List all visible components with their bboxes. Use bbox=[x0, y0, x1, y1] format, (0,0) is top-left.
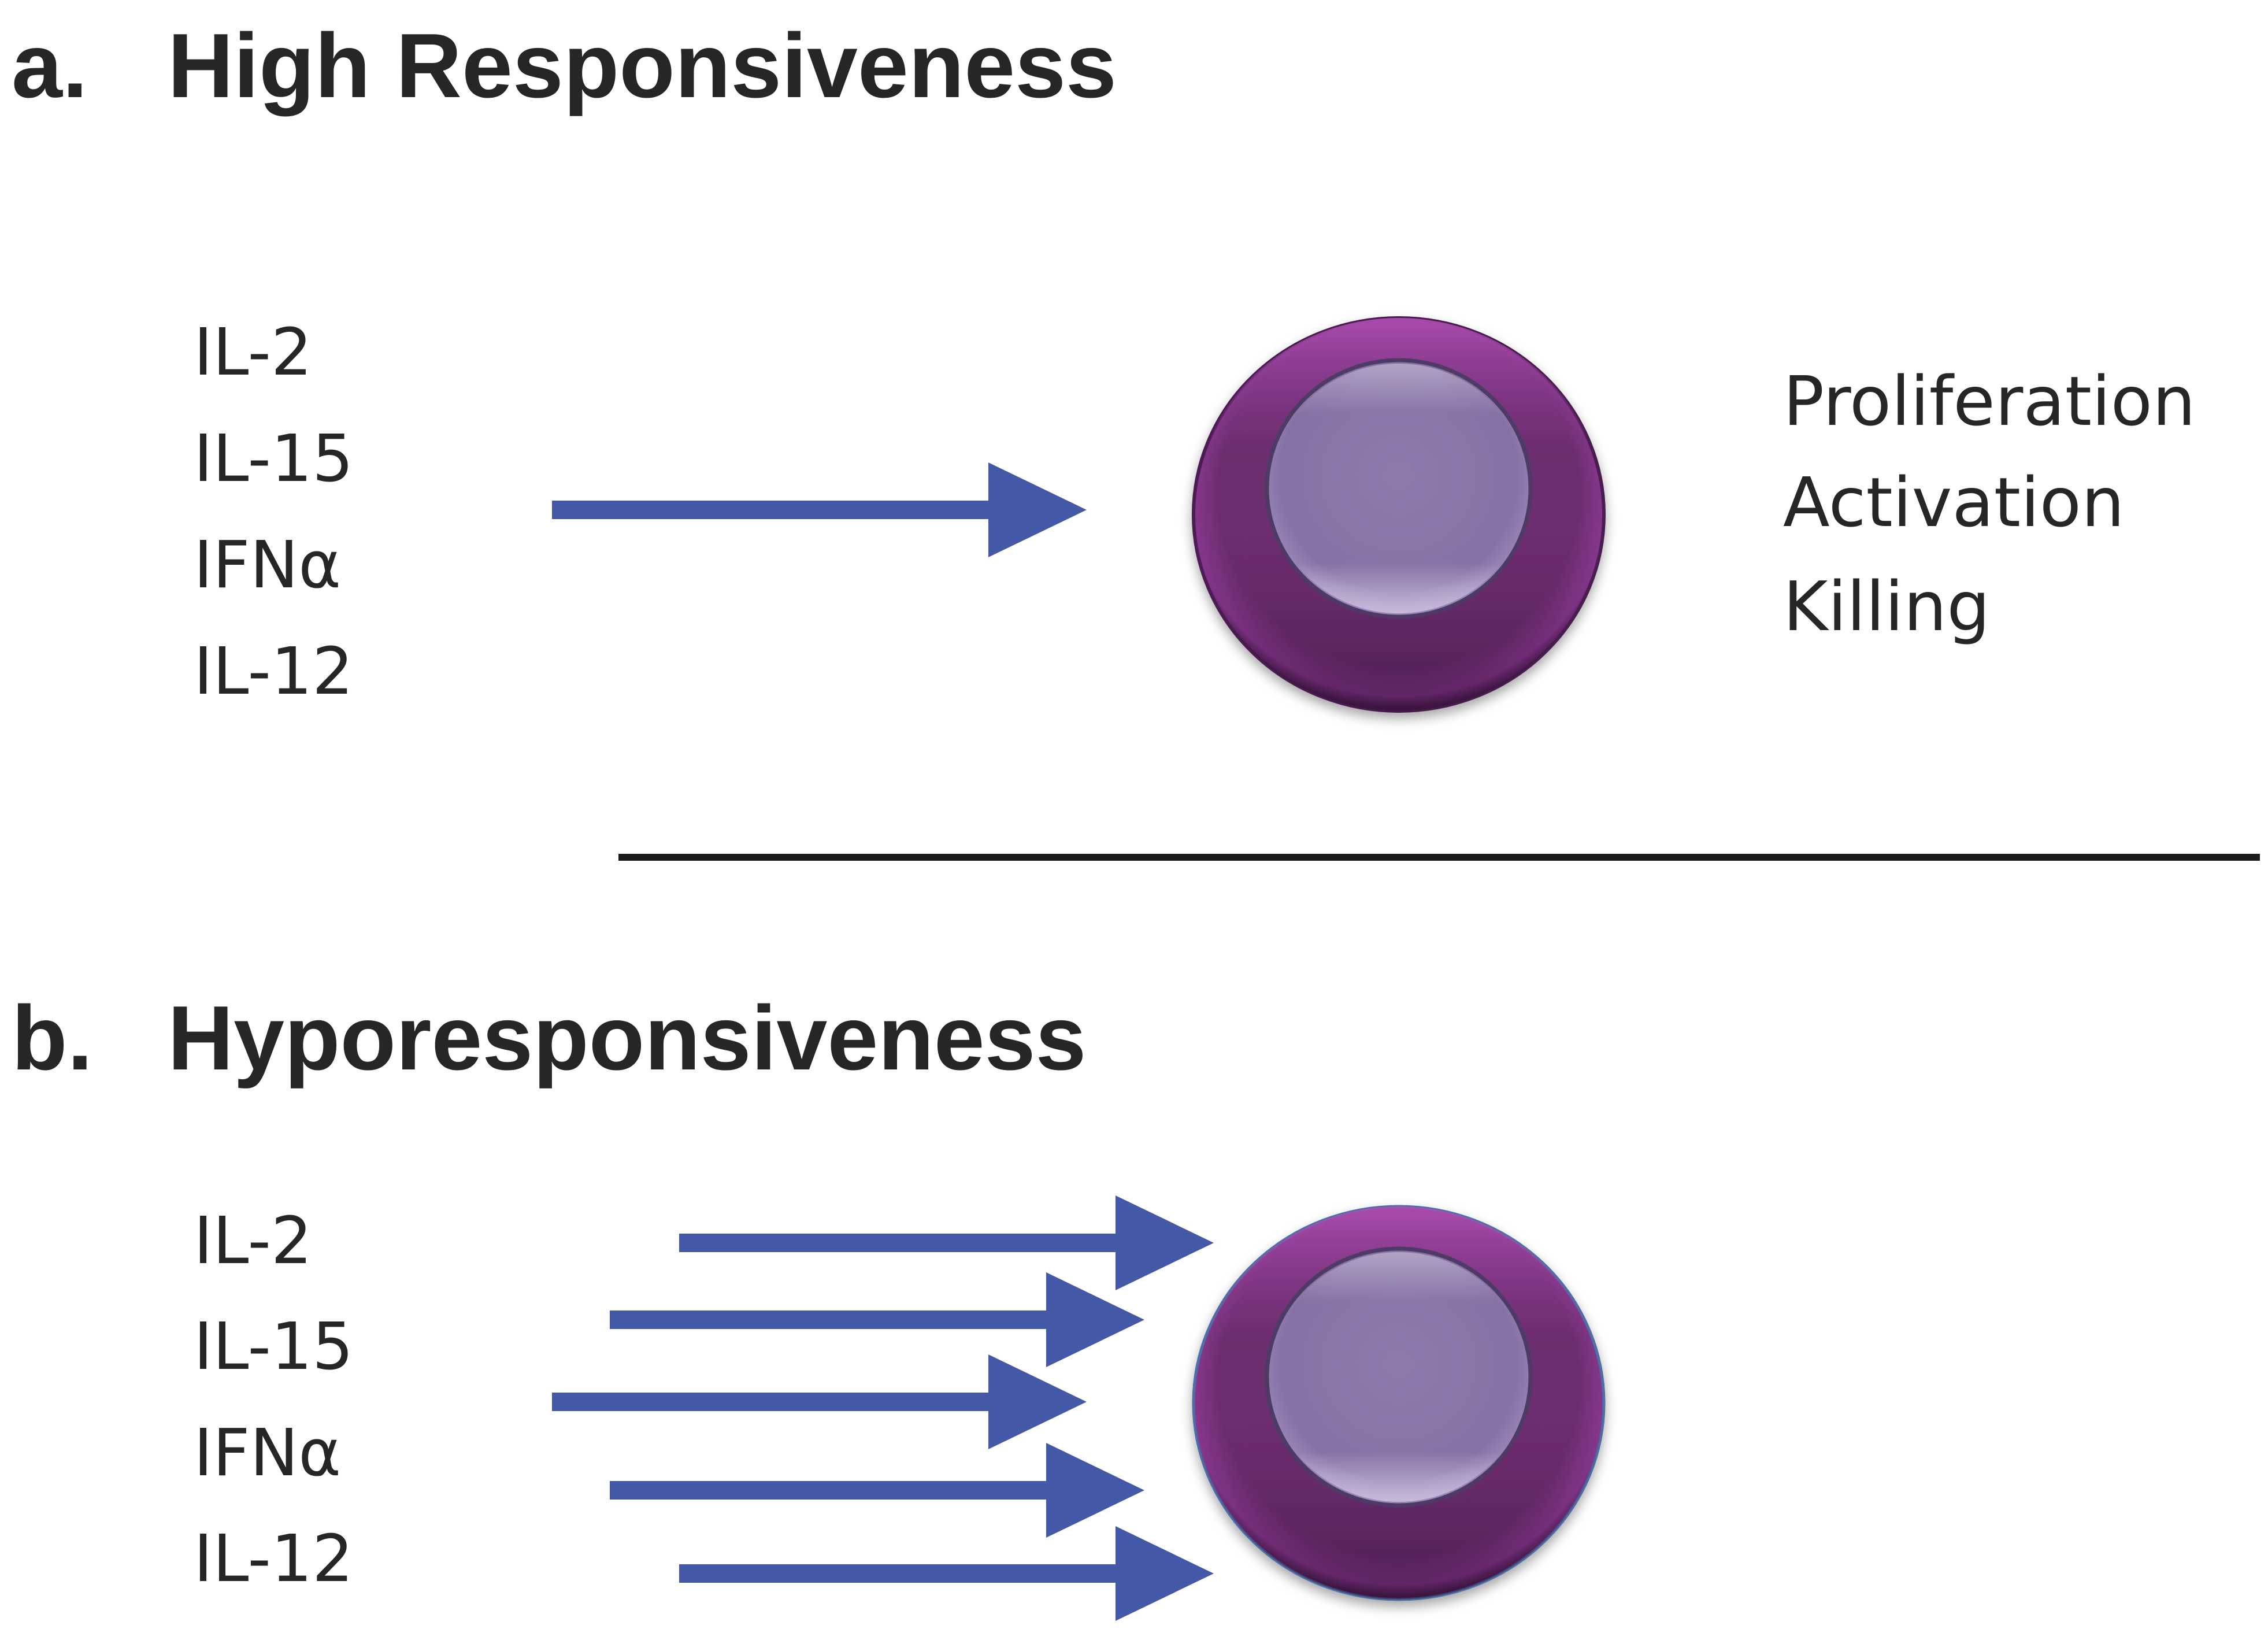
arrow-head bbox=[1116, 1195, 1214, 1290]
outcome-label: Killing bbox=[1783, 567, 1990, 646]
panel-a-cytokine-list: IL-2 IL-15 IFNα IL-12 bbox=[194, 315, 353, 709]
panel-b-cytokine-list: IL-2 IL-15 IFNα IL-12 bbox=[194, 1204, 353, 1597]
panel-b-letter: b. bbox=[12, 987, 92, 1089]
cytokine-label: IFNα bbox=[194, 528, 341, 603]
arrow-head bbox=[1046, 1272, 1144, 1367]
panel-a-title: High Responsiveness bbox=[168, 15, 1117, 117]
outcome-label: Activation bbox=[1783, 462, 2125, 542]
arrow-shaft bbox=[679, 1234, 1117, 1252]
panel-a-signal-arrow bbox=[552, 462, 1087, 557]
signal-arrow bbox=[679, 1195, 1214, 1290]
arrow-shaft bbox=[679, 1564, 1117, 1583]
cytokine-label: IL-2 bbox=[194, 315, 312, 390]
arrow-head bbox=[988, 462, 1087, 557]
nucleus-shine bbox=[1270, 1252, 1527, 1502]
signal-arrow bbox=[610, 1443, 1144, 1538]
arrow-shaft bbox=[610, 1310, 1047, 1329]
arrow-head bbox=[1046, 1443, 1144, 1538]
arrow-shaft bbox=[552, 1393, 990, 1411]
arrow-head bbox=[1116, 1526, 1214, 1621]
panel-b-title: Hyporesponsiveness bbox=[168, 987, 1086, 1089]
cytokine-label: IFNα bbox=[194, 1416, 341, 1491]
panel-a-outcome-list: Proliferation Activation Killing bbox=[1783, 361, 2196, 646]
panel-a-cell bbox=[1192, 316, 1606, 713]
cytokine-label: IL-12 bbox=[194, 1521, 353, 1597]
arrow-head bbox=[988, 1354, 1087, 1449]
panel-a: a. High Responsiveness IL-2 IL-15 IFNα I… bbox=[12, 15, 2196, 713]
panel-b: b. Hyporesponsiveness IL-2 IL-15 IFNα IL… bbox=[12, 987, 1606, 1621]
signal-arrow bbox=[679, 1526, 1214, 1621]
arrow-shaft bbox=[610, 1481, 1047, 1500]
panel-a-letter: a. bbox=[12, 15, 88, 117]
cytokine-label: IL-15 bbox=[194, 421, 353, 497]
cytokine-label: IL-15 bbox=[194, 1309, 353, 1384]
outcome-label: Proliferation bbox=[1783, 361, 2196, 441]
nucleus-shine bbox=[1270, 364, 1527, 613]
panel-b-cell bbox=[1192, 1205, 1606, 1601]
signal-arrow bbox=[552, 1354, 1087, 1449]
cytokine-label: IL-2 bbox=[194, 1204, 312, 1279]
signal-arrow bbox=[610, 1272, 1144, 1367]
cytokine-label: IL-12 bbox=[194, 634, 353, 709]
panel-b-signal-arrows bbox=[552, 1195, 1214, 1621]
arrow-shaft bbox=[552, 501, 990, 519]
